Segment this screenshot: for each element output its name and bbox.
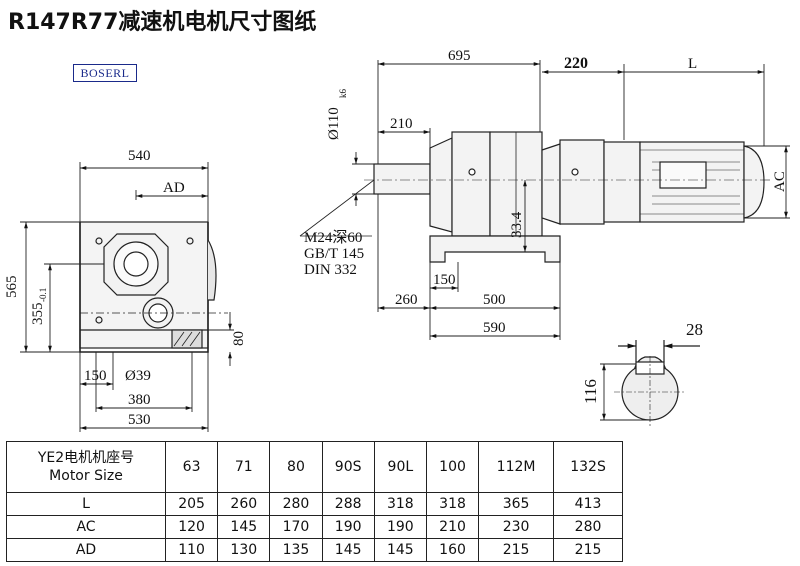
terminal-box <box>659 161 707 189</box>
dim-ac: AC <box>772 171 788 192</box>
output-shaft <box>373 163 431 195</box>
dim-key-h: 116 <box>581 379 600 404</box>
note-thread: M24深60 <box>304 229 362 246</box>
table-cell: 280 <box>553 515 623 539</box>
table-cell: 230 <box>478 515 555 539</box>
table-cell: 110 <box>164 538 219 562</box>
dim-355: 355 <box>30 303 46 326</box>
dim-565: 565 <box>4 276 20 299</box>
dim-540: 540 <box>128 148 151 164</box>
dim-380: 380 <box>128 392 151 408</box>
size-cell: 132S <box>553 441 623 493</box>
dim-l: L <box>688 56 697 72</box>
dim-33-4: 33.4 <box>509 211 525 238</box>
fan-cover <box>743 145 765 219</box>
foot-base <box>429 235 561 263</box>
table-cell: 190 <box>321 515 375 539</box>
table-cell: 205 <box>164 492 219 516</box>
table-cell: 160 <box>425 538 480 562</box>
table-cell: 145 <box>373 538 427 562</box>
note-std1: GB/T 145 <box>304 246 364 262</box>
dim-shaft-dia: Ø110 <box>326 107 342 140</box>
table-cell: 288 <box>321 492 375 516</box>
table-cell: 210 <box>425 515 480 539</box>
dim-key-w: 28 <box>686 320 703 339</box>
technical-drawing: 540 AD 565 355 -0.1 80 150 Ø39 380 530 <box>4 48 790 432</box>
table-cell: 318 <box>373 492 427 516</box>
size-cell: 90L <box>373 441 427 493</box>
size-cell: 100 <box>425 441 480 493</box>
dim-80: 80 <box>231 331 247 346</box>
r77-housing <box>559 139 605 225</box>
note-std2: DIN 332 <box>304 262 357 278</box>
front-dimensions <box>20 162 234 432</box>
output-flange <box>429 137 453 233</box>
row-label: AD <box>6 538 166 562</box>
table-row: AD 110 130 135 145 145 160 215 215 <box>6 538 623 562</box>
table-cell: 215 <box>478 538 555 562</box>
dim-220: 220 <box>564 55 588 72</box>
size-cell: 90S <box>321 441 375 493</box>
table-cell: 145 <box>217 515 271 539</box>
front-view <box>79 221 228 353</box>
header-cn: YE2电机机座号 <box>37 450 135 466</box>
table-cell: 135 <box>269 538 323 562</box>
dim-210: 210 <box>390 116 413 132</box>
table-cell: 215 <box>553 538 623 562</box>
table-cell: 190 <box>373 515 427 539</box>
size-cell: 112M <box>478 441 555 493</box>
page-title: R147R77减速机电机尺寸图纸 <box>8 10 317 35</box>
table-cell: 170 <box>269 515 323 539</box>
size-cell: 71 <box>217 441 271 493</box>
brand-logo: BOSERL <box>73 64 137 82</box>
table-cell: 260 <box>217 492 271 516</box>
side-dimensions <box>299 60 790 340</box>
dim-260: 260 <box>395 292 418 308</box>
dim-ad: AD <box>163 180 185 196</box>
size-cell: 63 <box>164 441 219 493</box>
dim-530: 530 <box>128 412 151 428</box>
row-label: AC <box>6 515 166 539</box>
dim-355-tol: -0.1 <box>38 288 48 302</box>
first-stage-housing <box>451 131 491 237</box>
header-en: Motor Size <box>49 468 123 484</box>
table-cell: 120 <box>164 515 219 539</box>
dim-hole: Ø39 <box>125 368 151 384</box>
table-row: AC 120 145 170 190 190 210 230 280 <box>6 515 623 539</box>
table-cell: 413 <box>553 492 623 516</box>
table-header-label: YE2电机机座号 Motor Size <box>6 441 166 493</box>
dim-500: 500 <box>483 292 506 308</box>
dim-695: 695 <box>448 48 471 64</box>
side-dimension-labels: 695 220 L Ø110 k6 210 AC 33.4 M24深60 GB/… <box>304 48 788 336</box>
table-cell: 318 <box>425 492 480 516</box>
table-cell: 130 <box>217 538 271 562</box>
dim-150-side: 150 <box>433 272 456 288</box>
motor-size-table: YE2电机机座号 Motor Size 63 71 80 90S 90L 100… <box>6 441 623 562</box>
table-cell: 145 <box>321 538 375 562</box>
dim-shaft-tol: k6 <box>338 89 348 99</box>
table-cell: 280 <box>269 492 323 516</box>
table-cell: 365 <box>478 492 555 516</box>
row-label: L <box>6 492 166 516</box>
dim-150-front: 150 <box>84 368 107 384</box>
table-header-row: YE2电机机座号 Motor Size 63 71 80 90S 90L 100… <box>6 441 623 493</box>
table-row: L 205 260 280 288 318 318 365 413 <box>6 492 623 516</box>
front-dimension-labels: 540 AD 565 355 -0.1 80 150 Ø39 380 530 <box>4 148 247 428</box>
side-view <box>364 131 770 263</box>
shaft-section <box>600 340 700 428</box>
dim-590: 590 <box>483 320 506 336</box>
size-cell: 80 <box>269 441 323 493</box>
